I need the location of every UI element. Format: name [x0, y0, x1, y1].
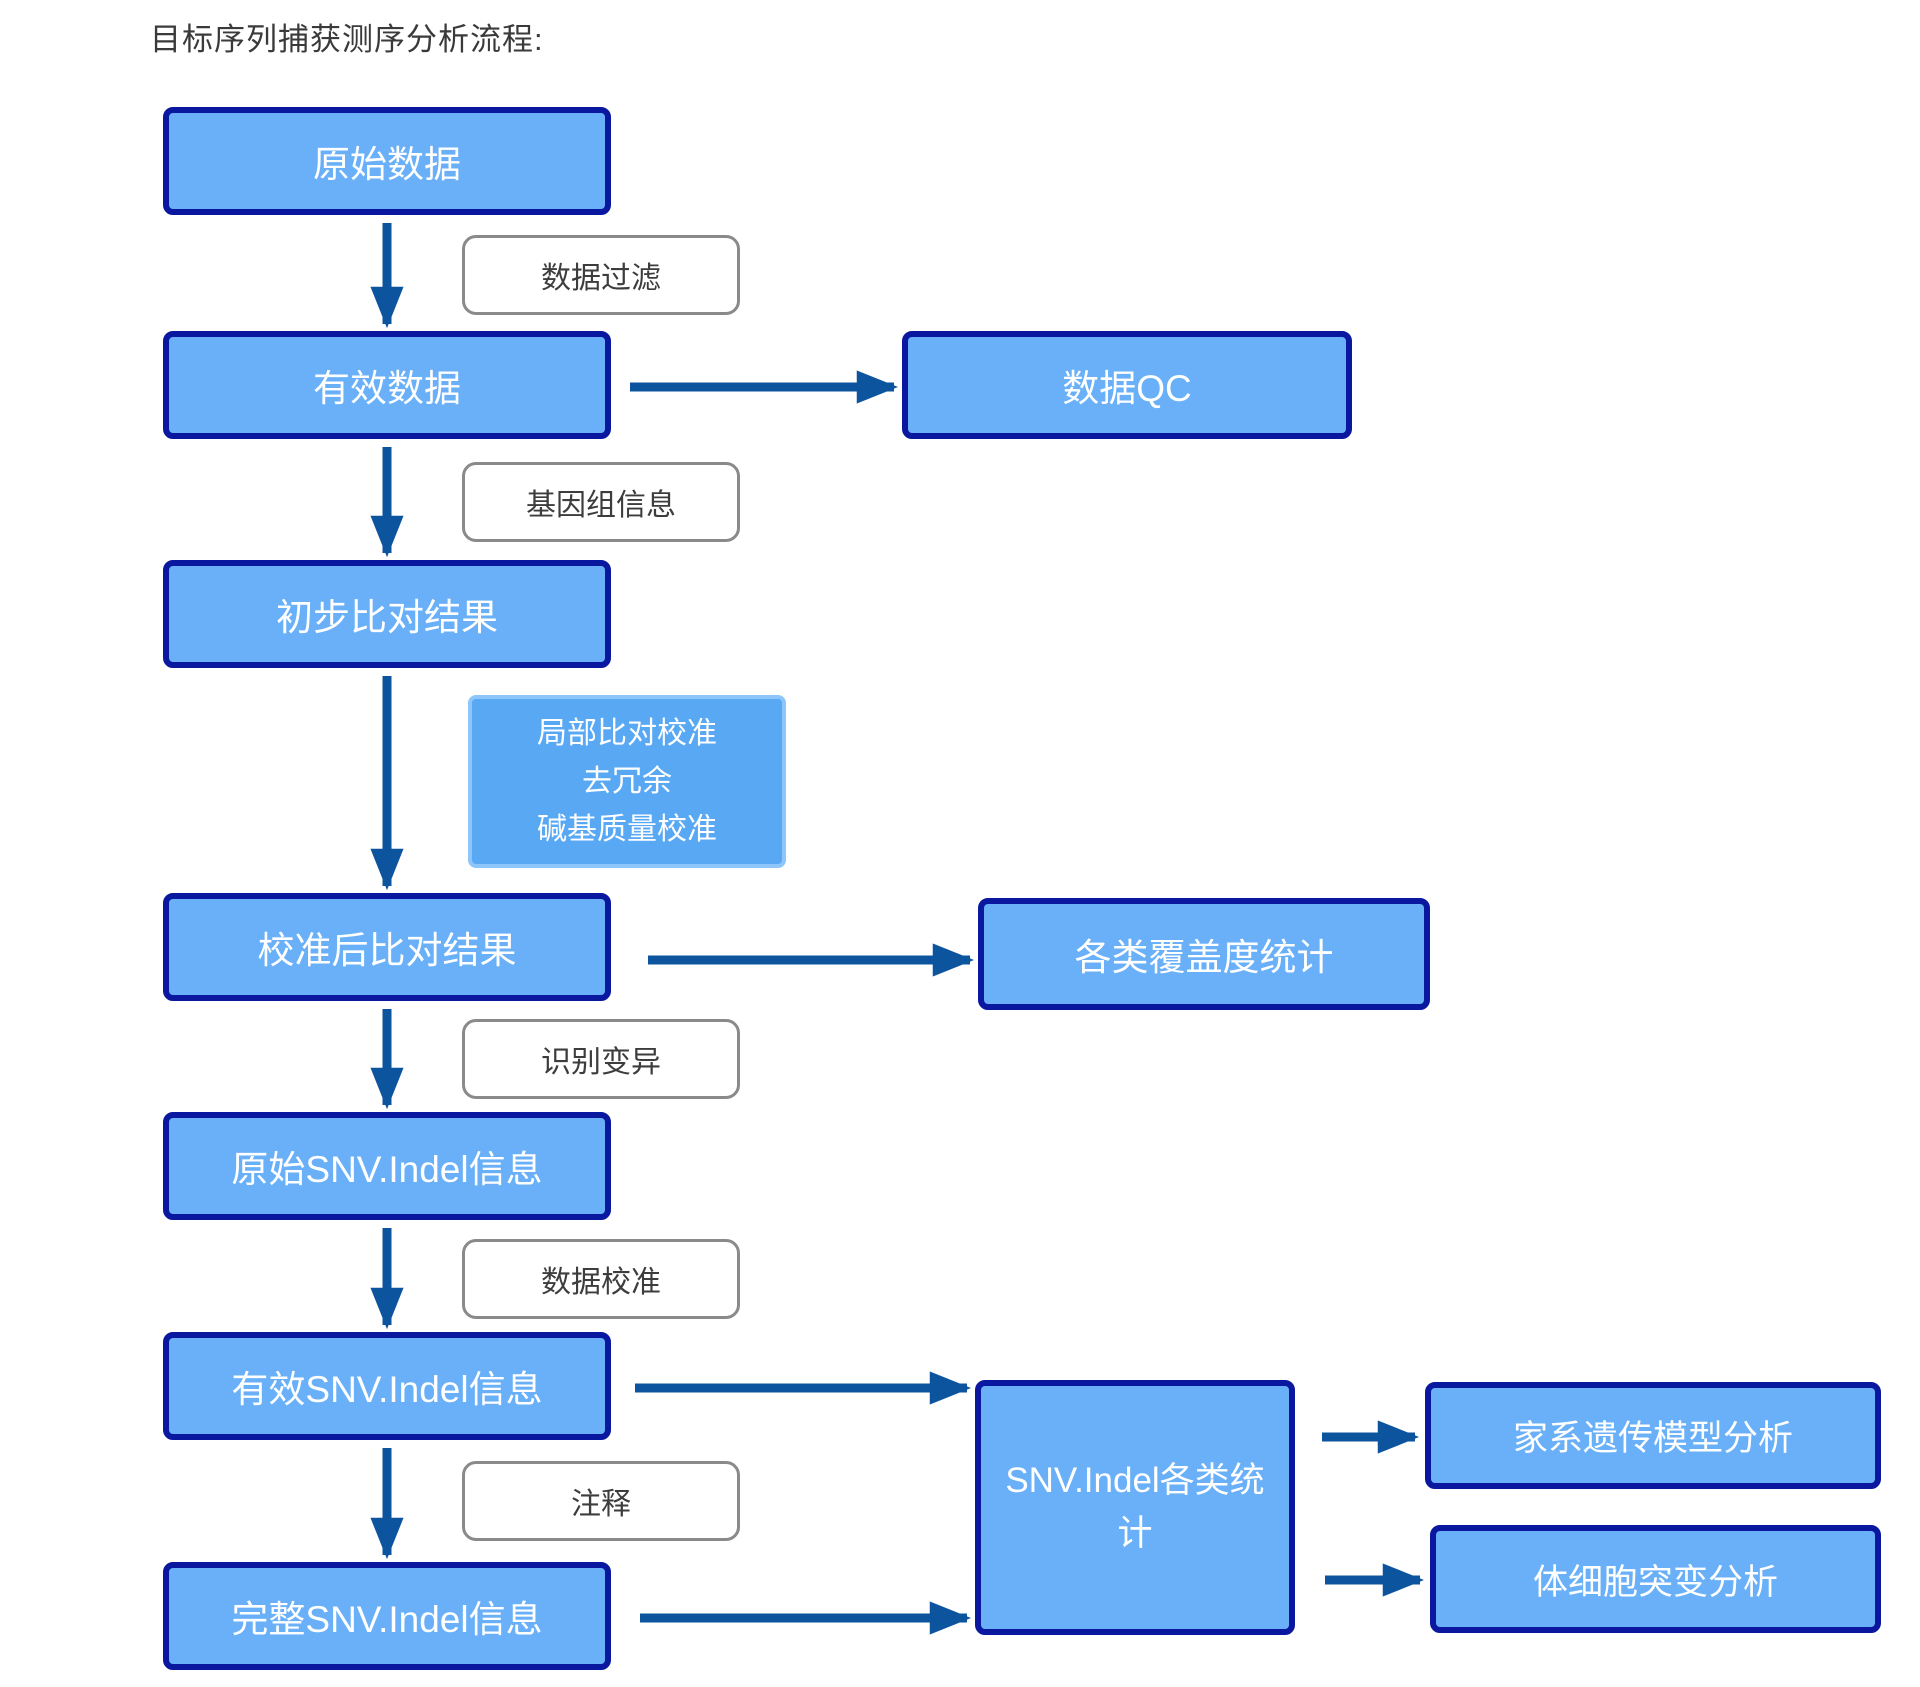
flow-node-valid-data: 有效数据: [163, 331, 611, 439]
flow-node-raw-snv-indel: 原始SNV.Indel信息: [163, 1112, 611, 1220]
calibration-step-line: 去冗余: [582, 764, 672, 798]
flow-node-initial-alignment: 初步比对结果: [163, 560, 611, 668]
flow-node-snv-indel-stats: SNV.Indel各类统计: [975, 1380, 1295, 1635]
step-label-data-calibration: 数据校准: [462, 1239, 740, 1319]
flow-node-somatic-mutation-analysis: 体细胞突变分析: [1430, 1525, 1881, 1633]
flow-node-complete-snv-indel: 完整SNV.Indel信息: [163, 1562, 611, 1670]
calibration-step-line: 碱基质量校准: [537, 812, 717, 846]
flow-node-pedigree-model-analysis: 家系遗传模型分析: [1425, 1382, 1881, 1489]
calibration-step-line: 局部比对校准: [537, 716, 717, 750]
step-label-genome-info: 基因组信息: [462, 462, 740, 542]
flow-node-calibrated-alignment: 校准后比对结果: [163, 893, 611, 1001]
flow-node-data-qc: 数据QC: [902, 331, 1352, 439]
page-title: 目标序列捕获测序分析流程:: [150, 22, 544, 57]
step-label-annotation: 注释: [462, 1461, 740, 1541]
flow-node-valid-snv-indel: 有效SNV.Indel信息: [163, 1332, 611, 1440]
step-label-calibration-steps: 局部比对校准 去冗余 碱基质量校准: [468, 695, 786, 868]
step-label-data-filter: 数据过滤: [462, 235, 740, 315]
flow-node-coverage-stats: 各类覆盖度统计: [978, 898, 1430, 1010]
step-label-variant-calling: 识别变异: [462, 1019, 740, 1099]
flow-node-raw-data: 原始数据: [163, 107, 611, 215]
